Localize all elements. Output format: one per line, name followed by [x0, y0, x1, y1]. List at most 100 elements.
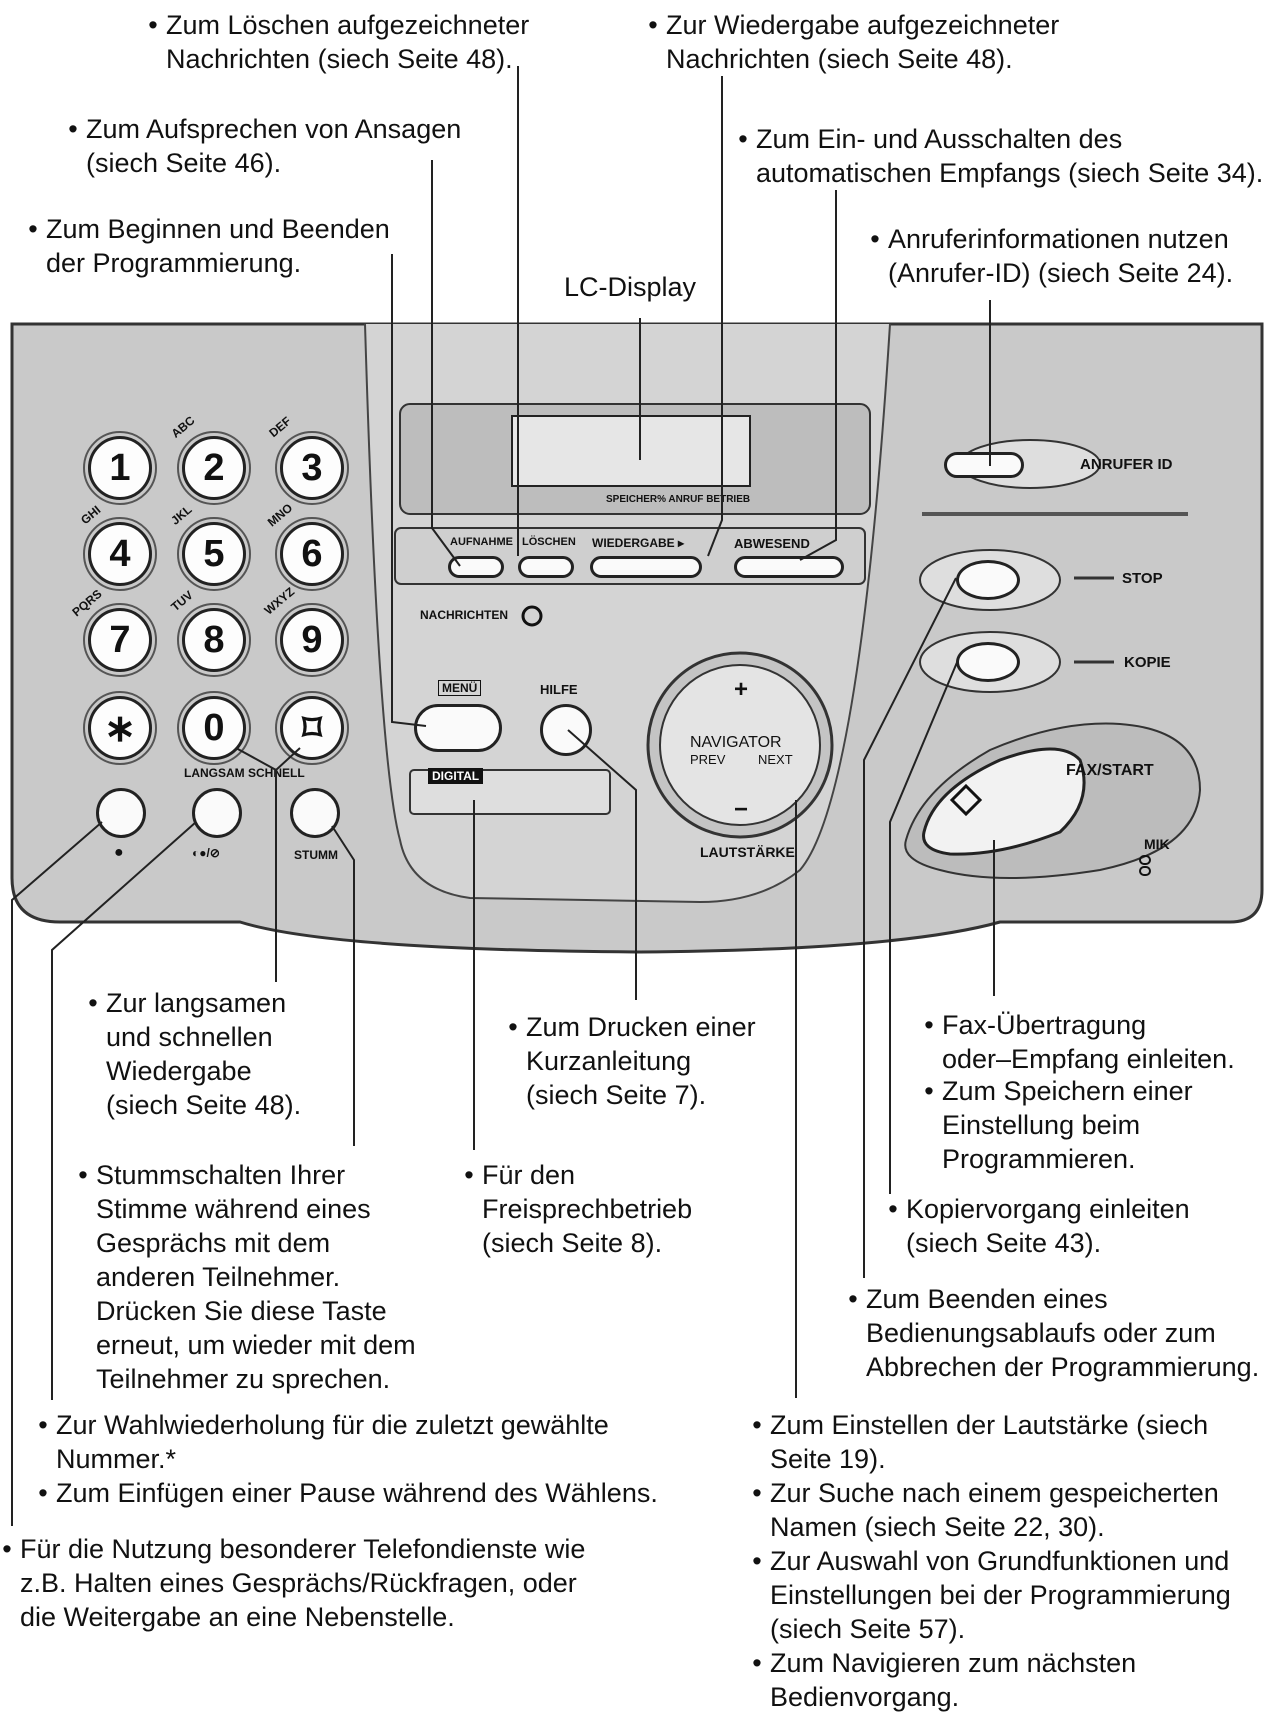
callout-line: Für den	[456, 1158, 692, 1192]
digital-label: DIGITAL	[428, 768, 484, 784]
stumm-button[interactable]	[290, 788, 340, 838]
menu-label: MENÜ	[438, 680, 482, 696]
callout-automatisch: Zum Ein- und Ausschalten des automatisch…	[730, 122, 1263, 190]
callout-line: (Anrufer-ID) (siech Seite 24).	[888, 258, 1234, 288]
speicher-labels: SPEICHER% ANRUF BETRIEB	[606, 494, 751, 505]
callout-lautstaerke: Zum Einstellen der Lautstärke (siech Sei…	[744, 1408, 1231, 1714]
key-0[interactable]: 0	[177, 691, 251, 765]
callout-line: (siech Seite 46).	[86, 148, 282, 178]
callout-stumm: Stummschalten Ihrer Stimme während eines…	[70, 1158, 416, 1396]
stumm-label: STUMM	[294, 848, 338, 862]
kopie-button[interactable]	[956, 642, 1020, 682]
mik-label: MIK	[1144, 836, 1170, 852]
leader-line	[567, 729, 637, 1000]
loeschen-label: LÖSCHEN	[522, 536, 576, 548]
hilfe-button[interactable]	[540, 704, 592, 756]
callout-line: Zur Wahlwiederholung für die zuletzt gew…	[30, 1408, 658, 1442]
callout-fax: Fax-Übertragung oder–Empfang einleiten.	[916, 1008, 1235, 1076]
callout-line: Drücken Sie diese Taste	[96, 1296, 387, 1326]
key-hash[interactable]: ⌑	[275, 691, 349, 765]
redial-symbol: ●	[114, 844, 124, 861]
callout-line: die Weitergabe an eine Nebenstelle.	[20, 1602, 455, 1632]
leader-line	[863, 577, 957, 1278]
pause-button[interactable]	[192, 788, 242, 838]
key-5[interactable]: 5	[177, 517, 251, 591]
leader-line	[51, 821, 197, 1400]
callout-line: Zum Ein- und Ausschalten des	[730, 122, 1263, 156]
fax-start-label: FAX/START	[1066, 762, 1154, 779]
abwesend-button[interactable]	[734, 556, 844, 578]
callout-line: Zum Speichern einer	[916, 1074, 1193, 1108]
callout-line: Einstellung beim	[942, 1110, 1141, 1140]
callout-line: Freisprechbetrieb	[482, 1194, 693, 1224]
anrufer-id-button[interactable]	[944, 452, 1024, 478]
leader-line	[275, 747, 301, 771]
leader-line	[235, 747, 277, 982]
key-7[interactable]: 7	[83, 603, 157, 677]
navigator-label: NAVIGATOR	[690, 734, 782, 751]
callout-line: Zum Drucken einer	[500, 1010, 756, 1044]
callout-line: Zum Löschen aufgezeichneter	[140, 8, 529, 42]
pause-symbol: ◐●/⊘	[192, 846, 220, 860]
navigator-plus[interactable]: +	[734, 676, 749, 703]
callout-line: Zum Beginnen und Beenden	[20, 212, 390, 246]
loeschen-button[interactable]	[518, 556, 574, 578]
callout-langsam: Zur langsamen und schnellen Wiedergabe (…	[80, 986, 301, 1122]
callout-line: Seite 19).	[770, 1444, 886, 1474]
callout-line: Nummer.*	[56, 1444, 177, 1474]
navigator-next[interactable]: NEXT	[758, 752, 793, 767]
abwesend-label: ABWESEND	[734, 536, 810, 551]
callout-line: Namen (siech Seite 22, 30).	[770, 1512, 1105, 1542]
key-star[interactable]: ∗	[83, 691, 157, 765]
leader-line	[391, 254, 427, 727]
key-1[interactable]: 1	[83, 431, 157, 505]
callout-line: Zum Einfügen einer Pause während des Wäh…	[30, 1476, 658, 1510]
stop-label: STOP	[1122, 570, 1163, 587]
stop-button[interactable]	[956, 560, 1020, 600]
callout-line: Anruferinformationen nutzen	[862, 222, 1233, 256]
key-9[interactable]: 9	[275, 603, 349, 677]
lc-display-label: LC-Display	[564, 270, 696, 304]
callout-line: und schnellen	[106, 1022, 273, 1052]
key-8[interactable]: 8	[177, 603, 251, 677]
callout-line: Wiedergabe	[106, 1056, 252, 1086]
callout-line: Einstellungen bei der Programmierung	[770, 1580, 1231, 1610]
callout-line: (siech Seite 7).	[526, 1080, 707, 1110]
callout-line: Bedienvorgang.	[770, 1682, 960, 1712]
callout-loeschen: Zum Löschen aufgezeichneter Nachrichten …	[140, 8, 529, 76]
navigator-minus[interactable]: −	[734, 796, 749, 823]
callout-line: automatischen Empfangs (siech Seite 34).	[756, 158, 1264, 188]
key-4[interactable]: 4	[83, 517, 157, 591]
callout-line: Zur Auswahl von Grundfunktionen und	[744, 1544, 1231, 1578]
callout-beenden: Zum Beenden eines Bedienungsablaufs oder…	[840, 1282, 1259, 1384]
callout-line: Fax-Übertragung	[916, 1008, 1235, 1042]
callout-line: Stummschalten Ihrer	[70, 1158, 416, 1192]
anrufer-id-label: ANRUFER ID	[1080, 456, 1173, 473]
callout-line: (siech Seite 43).	[906, 1228, 1102, 1258]
callout-line: der Programmierung.	[46, 248, 302, 278]
callout-anrufer: Anruferinformationen nutzen (Anrufer-ID)…	[862, 222, 1233, 290]
callout-line: oder–Empfang einleiten.	[942, 1044, 1235, 1074]
wiedergabe-button[interactable]	[590, 556, 702, 578]
key-2[interactable]: 2	[177, 431, 251, 505]
callout-wahlwiederholung: Zur Wahlwiederholung für die zuletzt gew…	[30, 1408, 658, 1510]
callout-line: Kopiervorgang einleiten	[880, 1192, 1190, 1226]
leader-line	[799, 190, 837, 561]
callout-freisprech: Für den Freisprechbetrieb (siech Seite 8…	[456, 1158, 692, 1260]
callout-aufsprechen: Zum Aufsprechen von Ansagen (siech Seite…	[60, 112, 461, 180]
callout-drucken: Zum Drucken einer Kurzanleitung (siech S…	[500, 1010, 756, 1112]
aufnahme-button[interactable]	[448, 556, 504, 578]
callout-line: Für die Nutzung besonderer Telefondienst…	[0, 1532, 585, 1566]
callout-line: Zur Wiedergabe aufgezeichneter	[640, 8, 1059, 42]
redial-button[interactable]	[96, 788, 146, 838]
key-3[interactable]: 3	[275, 431, 349, 505]
callout-speichern: Zum Speichern einer Einstellung beim Pro…	[916, 1074, 1193, 1176]
leader-line	[889, 659, 959, 1194]
key-6[interactable]: 6	[275, 517, 349, 591]
callout-line: erneut, um wieder mit dem	[96, 1330, 416, 1360]
lautstaerke-label: LAUTSTÄRKE	[700, 844, 795, 860]
menu-button[interactable]	[414, 704, 502, 752]
wiedergabe-label: WIEDERGABE ▸	[592, 536, 685, 550]
navigator-prev[interactable]: PREV	[690, 752, 726, 767]
